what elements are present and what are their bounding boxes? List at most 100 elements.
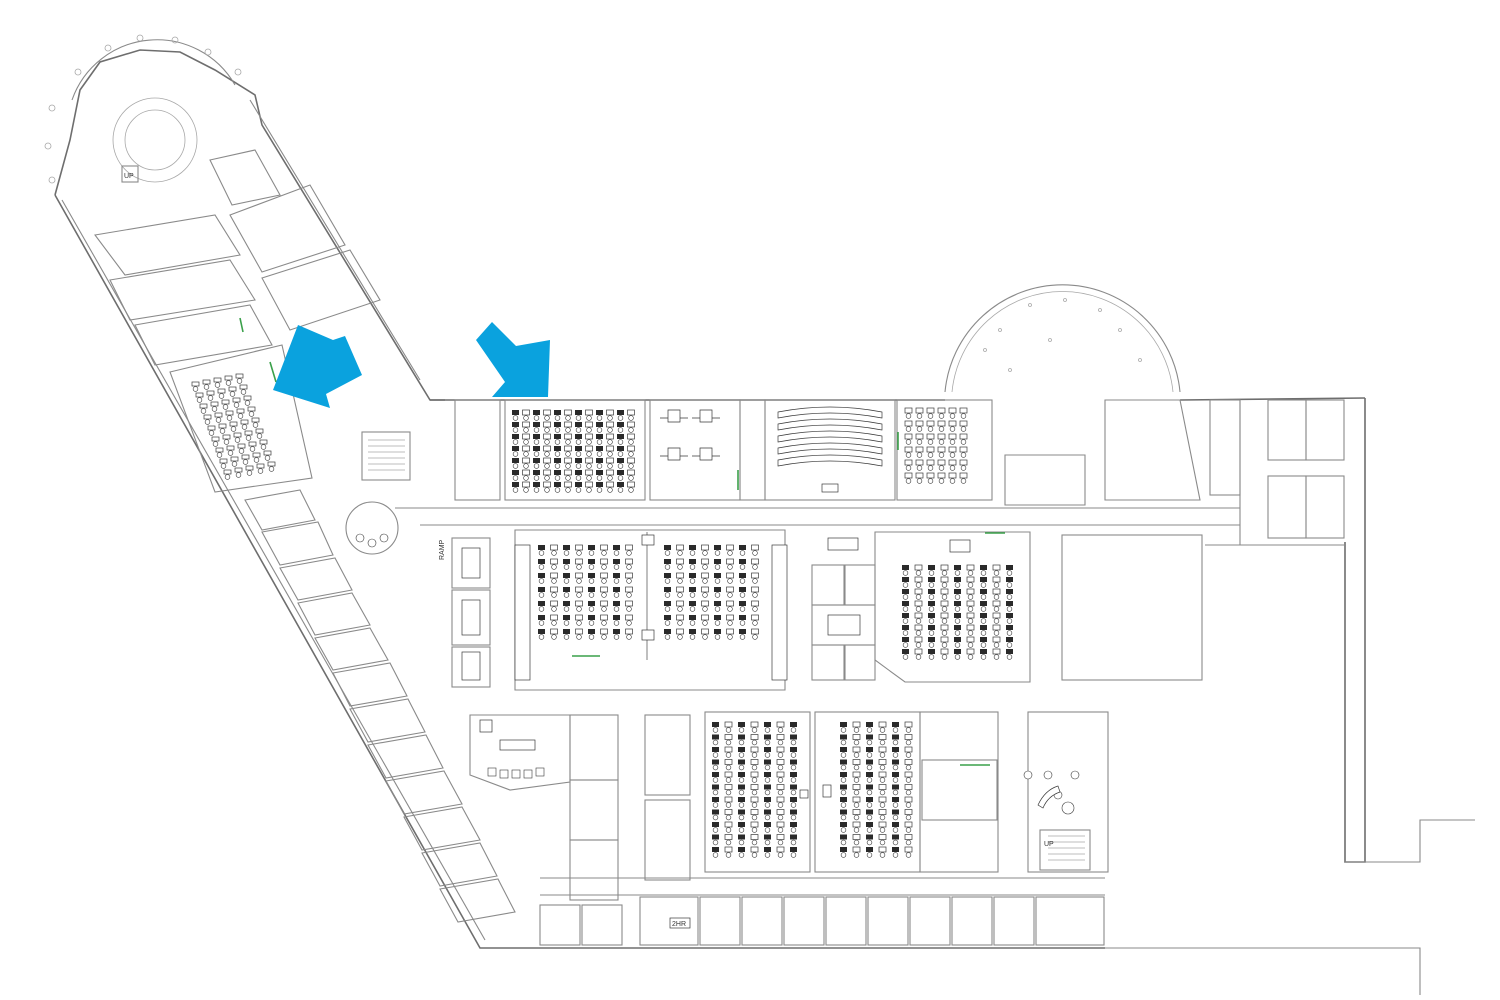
chair	[576, 592, 582, 598]
chair	[617, 415, 624, 421]
desk	[606, 433, 614, 440]
chair	[790, 764, 797, 771]
desk	[575, 458, 582, 463]
desk	[199, 403, 208, 409]
chair	[538, 606, 545, 612]
chair	[544, 415, 550, 421]
chair	[523, 451, 529, 457]
chair	[533, 463, 540, 469]
chair	[727, 578, 733, 584]
desk	[236, 408, 245, 414]
chair	[993, 570, 1000, 576]
chair	[626, 564, 632, 570]
desk	[726, 572, 734, 579]
chair	[235, 472, 242, 478]
chair	[879, 839, 886, 846]
chair	[702, 606, 708, 612]
desk	[840, 797, 847, 802]
desk	[739, 629, 746, 634]
desk	[533, 482, 540, 487]
desk	[596, 434, 603, 439]
central-classroom	[514, 529, 788, 691]
chair	[538, 620, 545, 626]
desk	[852, 746, 861, 753]
desk	[738, 822, 745, 827]
chair	[892, 764, 899, 771]
desk	[596, 410, 603, 415]
chair	[617, 487, 624, 493]
chair	[563, 606, 570, 612]
desk	[239, 384, 248, 390]
chair	[764, 764, 771, 771]
west-wing-rooms	[94, 149, 516, 923]
chair	[853, 839, 860, 846]
chair	[596, 415, 603, 421]
desk	[627, 409, 635, 416]
chair	[233, 402, 240, 408]
desk	[585, 481, 593, 488]
chair	[764, 827, 771, 833]
chair	[576, 620, 582, 626]
chair	[601, 578, 607, 584]
desk	[575, 434, 582, 439]
chair	[790, 814, 797, 821]
desk	[892, 772, 899, 777]
chair	[941, 630, 948, 636]
desk	[959, 407, 968, 414]
desk	[776, 734, 785, 740]
desk	[712, 822, 719, 827]
desk	[226, 445, 235, 451]
desk	[980, 637, 987, 642]
desk	[512, 482, 519, 487]
chair	[714, 634, 721, 640]
desk	[1006, 565, 1013, 570]
desk	[852, 721, 861, 728]
desk	[915, 407, 924, 414]
desk	[751, 600, 759, 607]
chair	[902, 594, 909, 600]
chair	[712, 802, 719, 808]
ramp-conference-rooms	[451, 537, 491, 688]
chair	[777, 802, 784, 808]
desk	[926, 433, 935, 440]
desk	[606, 445, 614, 452]
chair	[738, 739, 745, 746]
chair	[554, 451, 561, 457]
desk	[1006, 589, 1013, 594]
desk	[914, 624, 923, 631]
chair	[617, 427, 624, 433]
desk	[940, 648, 949, 655]
chair	[596, 427, 603, 433]
desk	[575, 558, 583, 565]
chair	[751, 802, 758, 808]
chair	[866, 802, 873, 808]
desk	[564, 409, 572, 416]
desk	[764, 784, 771, 790]
chair	[866, 777, 873, 783]
desk	[575, 470, 582, 475]
desk	[664, 615, 671, 620]
desk	[866, 734, 873, 740]
desk	[613, 615, 620, 620]
chair	[664, 634, 671, 640]
desk	[712, 797, 719, 802]
desk	[902, 637, 909, 642]
desk	[575, 446, 582, 451]
desk	[627, 457, 635, 464]
chair	[853, 739, 860, 746]
chair	[840, 827, 847, 833]
desk	[613, 545, 620, 550]
chair	[738, 802, 745, 808]
chair	[712, 814, 719, 821]
chair	[725, 789, 732, 796]
chair	[866, 789, 873, 796]
desk	[554, 410, 561, 415]
desk	[588, 573, 595, 578]
desk	[512, 410, 519, 415]
desk	[248, 441, 257, 447]
desk	[712, 747, 719, 752]
chair	[227, 450, 234, 456]
desk	[714, 545, 721, 550]
chair	[586, 427, 592, 433]
chair	[751, 839, 758, 846]
